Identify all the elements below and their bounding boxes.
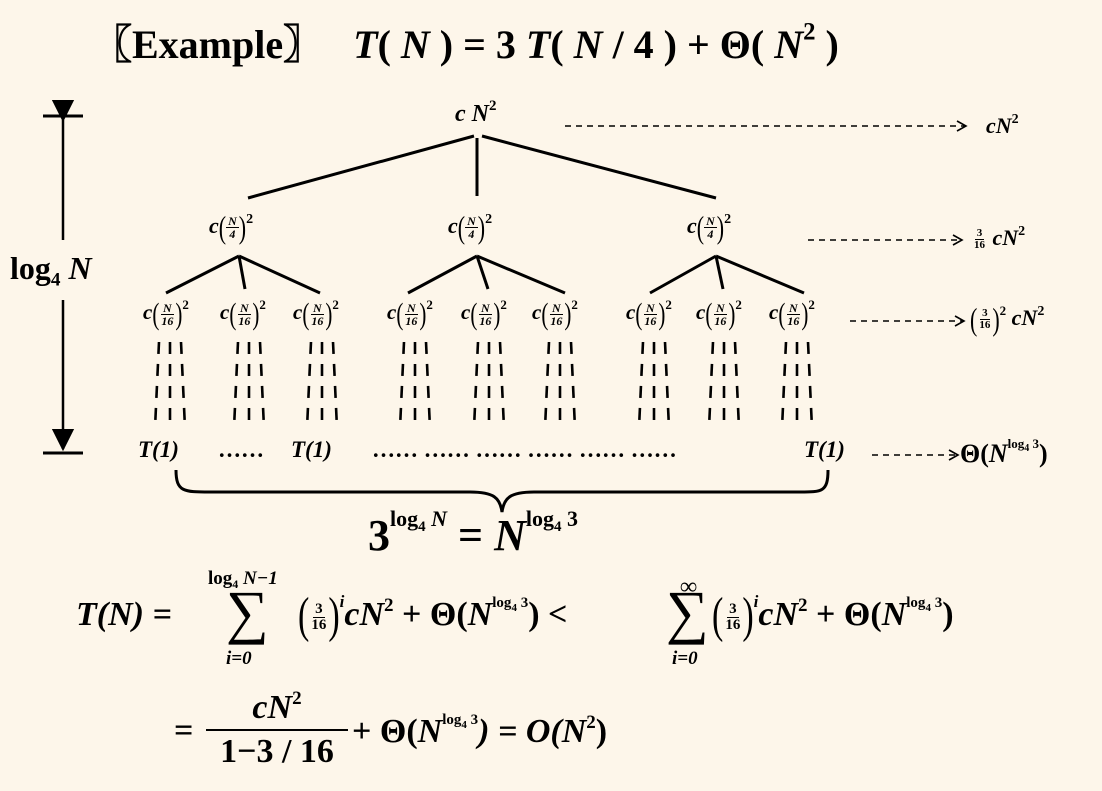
leaf-node: T(1) xyxy=(804,437,845,462)
root-edges xyxy=(247,134,717,200)
level-cost-leaves: Θ(Nlog4 3) xyxy=(960,436,1048,468)
depth-label: log4 N xyxy=(10,250,92,291)
equation-lhs: T(N) = xyxy=(76,596,172,633)
tree-root: c N2 xyxy=(455,98,497,127)
sum1-upper-limit: log4 N−1 xyxy=(208,568,278,591)
depth-arrow xyxy=(43,99,83,455)
leaf-underbrace xyxy=(174,469,830,513)
leaf-node: T(1) xyxy=(138,437,179,462)
level1-edges xyxy=(165,254,805,295)
result-fraction: cN2 1−3 / 16 xyxy=(206,688,348,771)
sum1-lower-limit: i=0 xyxy=(226,648,252,669)
sum1-symbol: ∑ xyxy=(226,579,269,645)
sum2-lower-limit: i=0 xyxy=(672,648,698,669)
sum2-symbol: ∑ xyxy=(666,579,709,645)
descent-dashes xyxy=(153,341,814,429)
leaf-ellipsis: …… …… …… …… …… …… xyxy=(372,437,677,462)
page-title: 〖Example〗 T( N ) = 3 T( N / 4 ) + Θ( N2 … xyxy=(92,18,839,67)
leaf-node: T(1) xyxy=(291,437,332,462)
leaf-count-equation: 3log4 N = Nlog4 3 xyxy=(368,506,578,560)
result-rhs: + Θ(Nlog4 3) = O(N2) xyxy=(352,712,608,750)
level-cost-arrows xyxy=(565,120,968,461)
level-cost-root: cN2 xyxy=(986,112,1019,138)
leaf-ellipsis: …… xyxy=(218,437,264,462)
sum2-upper-limit: ∞ xyxy=(680,574,698,600)
result-equals: = xyxy=(174,712,194,749)
